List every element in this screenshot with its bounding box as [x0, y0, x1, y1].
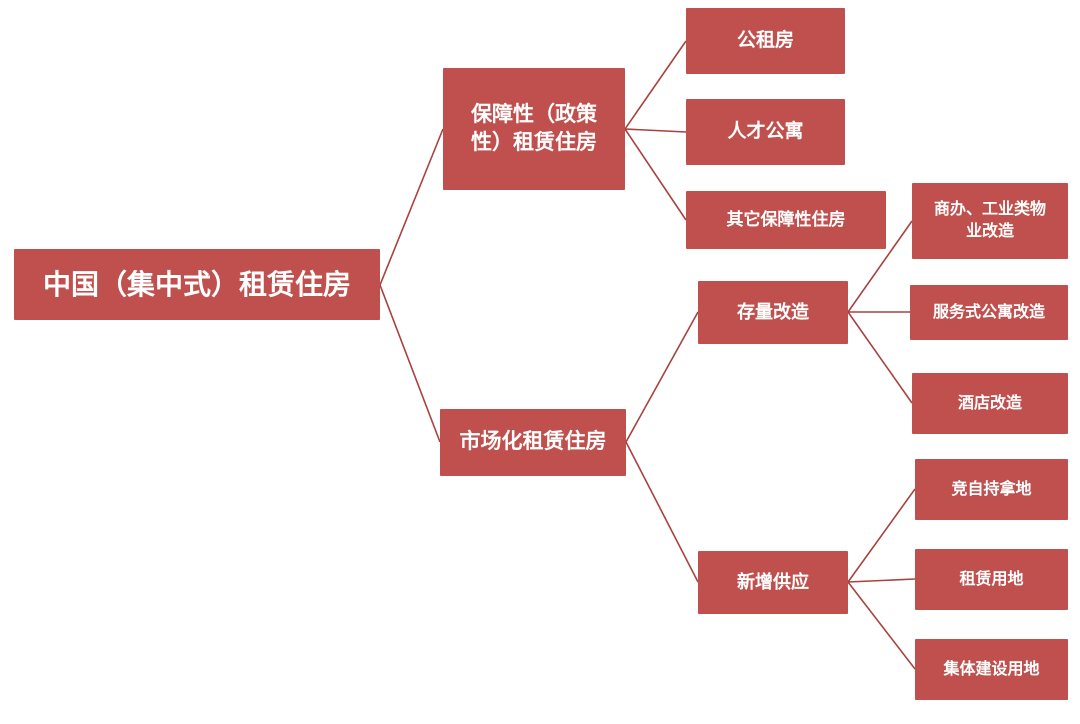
- edge-market-stock: [625, 311, 699, 443]
- edge-new-bid: [847, 488, 916, 583]
- node-market-rental-housing: 市场化租赁住房: [440, 409, 626, 476]
- edge-stock-hotel: [847, 311, 913, 404]
- edge-market-new: [625, 441, 699, 583]
- node-public-rental-housing: 公租房: [686, 8, 845, 74]
- node-hotel-renovation: 酒店改造: [912, 373, 1068, 434]
- edge-policy-public: [624, 40, 687, 130]
- node-stock-renovation: 存量改造: [698, 281, 848, 344]
- node-policy-guaranteed-rental-housing: 保障性（政策性）租赁住房: [443, 68, 625, 190]
- edge-root-policy: [379, 128, 444, 286]
- edge-policy-talent: [624, 128, 687, 133]
- node-rental-land: 租赁用地: [915, 549, 1068, 610]
- node-other-guaranteed-housing: 其它保障性住房: [686, 191, 886, 249]
- node-collective-construction-land: 集体建设用地: [915, 639, 1068, 700]
- node-new-supply: 新增供应: [698, 551, 848, 614]
- edge-root-market: [379, 284, 441, 443]
- edge-new-collective: [847, 581, 916, 670]
- node-serviced-apartment-renovation: 服务式公寓改造: [910, 285, 1068, 340]
- node-commercial-industrial-property-renovation: 商办、工业类物业改造: [912, 183, 1068, 259]
- edge-new-rentalland: [847, 578, 916, 583]
- node-bid-self-hold-land: 竞自持拿地: [915, 459, 1068, 520]
- node-talent-apartment: 人才公寓: [686, 99, 845, 165]
- node-china-centralized-rental-housing: 中国（集中式）租赁住房: [14, 249, 380, 320]
- edge-policy-other: [624, 128, 687, 221]
